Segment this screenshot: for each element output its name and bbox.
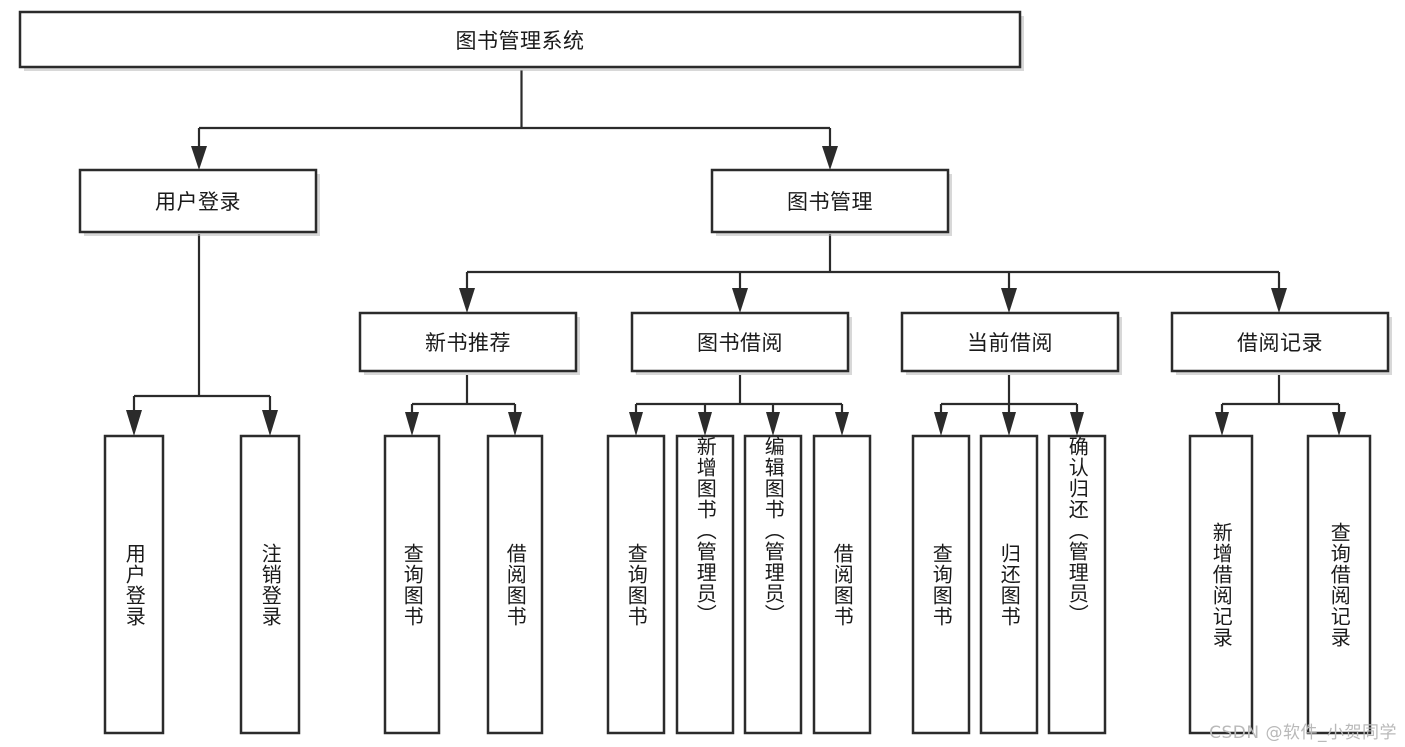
arrow-head-book-borrow xyxy=(732,288,748,313)
arrow-head-leaf-13 xyxy=(1332,412,1346,436)
arrow-head-new-book-rec xyxy=(459,288,475,313)
arrow-head-leaf-5 xyxy=(629,412,643,436)
arrow-head-leaf-10 xyxy=(1002,412,1016,436)
user-login-node-box[interactable] xyxy=(78,168,318,234)
nodes-group xyxy=(18,10,1392,735)
connectors-group xyxy=(126,70,1346,436)
arrow-head-leaf-6 xyxy=(698,412,712,436)
leaf-6-node-box[interactable] xyxy=(675,434,735,735)
leaf-3-node-box[interactable] xyxy=(383,434,441,735)
leaf-10-node-box[interactable] xyxy=(979,434,1039,735)
leaf-7-node-box[interactable] xyxy=(743,434,803,735)
book-manage-node-box[interactable] xyxy=(710,168,950,234)
arrow-head-leaf-2 xyxy=(262,410,278,436)
arrow-head-leaf-9 xyxy=(934,412,948,436)
leaf-5-node-box[interactable] xyxy=(606,434,666,735)
leaf-8-node-box[interactable] xyxy=(812,434,872,735)
arrow-head-leaf-7 xyxy=(766,412,780,436)
current-borrow-node-box[interactable] xyxy=(900,311,1120,373)
leaf-11-node-box[interactable] xyxy=(1047,434,1107,735)
arrow-head-leaf-4 xyxy=(508,412,522,436)
arrow-head-book-manage xyxy=(822,146,838,170)
csdn-watermark: CSDN @软件_小贺同学 xyxy=(1209,723,1397,743)
arrow-head-borrow-record xyxy=(1271,288,1287,313)
leaf-12-node-box[interactable] xyxy=(1188,434,1254,735)
leaf-9-node-box[interactable] xyxy=(911,434,971,735)
arrow-head-user-login xyxy=(191,146,207,170)
arrow-head-leaf-3 xyxy=(405,412,419,436)
leaf-1-node-box[interactable] xyxy=(103,434,165,735)
leaf-4-node-box[interactable] xyxy=(486,434,544,735)
leaf-13-node-box[interactable] xyxy=(1306,434,1372,735)
arrow-head-current-borrow xyxy=(1001,288,1017,313)
arrow-head-leaf-11 xyxy=(1070,412,1084,436)
new-book-rec-node-box[interactable] xyxy=(358,311,578,373)
leaf-2-node-box[interactable] xyxy=(239,434,301,735)
borrow-record-node-box[interactable] xyxy=(1170,311,1390,373)
arrow-head-leaf-12 xyxy=(1215,412,1229,436)
arrow-head-leaf-8 xyxy=(835,412,849,436)
book-borrow-node-box[interactable] xyxy=(630,311,850,373)
arrow-head-leaf-1 xyxy=(126,410,142,436)
root-node-box[interactable] xyxy=(18,10,1022,69)
